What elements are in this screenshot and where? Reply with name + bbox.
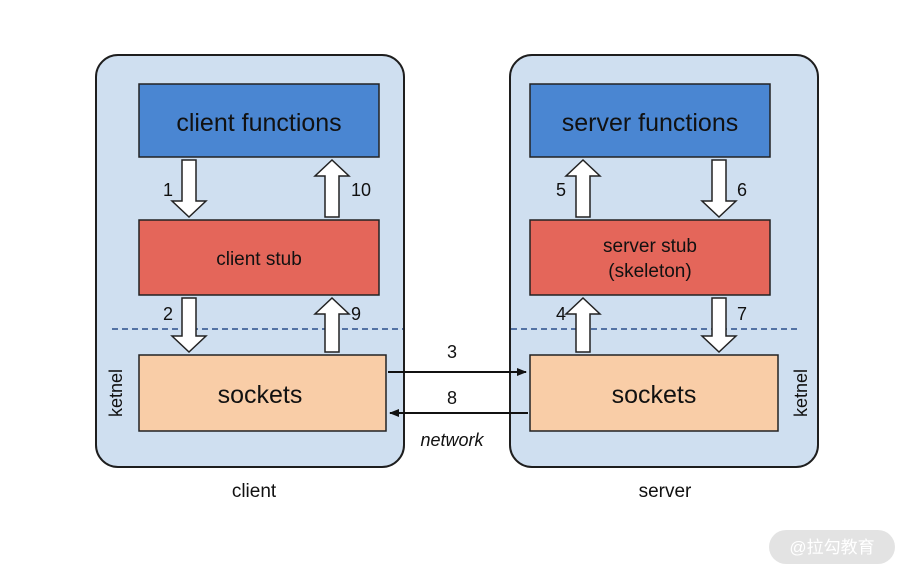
step-label-1: 1	[163, 180, 173, 200]
server-functions-label: server functions	[562, 109, 738, 137]
arrow-step-10	[313, 158, 351, 218]
client-kernel-label: ketnel	[106, 369, 126, 417]
arrow-step-7	[700, 297, 738, 354]
server-kernel-label: ketnel	[791, 369, 811, 417]
server-stub-label-line1: server stub	[603, 236, 697, 257]
step-label-7: 7	[737, 304, 747, 324]
step-label-3: 3	[447, 342, 457, 362]
step-label-10: 10	[351, 180, 371, 200]
client-functions-box	[138, 83, 380, 158]
server-caption: server	[639, 481, 692, 502]
step-label-8: 8	[447, 388, 457, 408]
server-functions-box	[529, 83, 771, 158]
client-functions-label: client functions	[176, 109, 341, 137]
client-caption: client	[232, 481, 277, 502]
watermark-text: @拉勾教育	[789, 538, 874, 557]
step-label-4: 4	[556, 304, 566, 324]
step-label-5: 5	[556, 180, 566, 200]
network-label: network	[420, 430, 484, 450]
step-label-2: 2	[163, 304, 173, 324]
server-stub-label-line2: (skeleton)	[608, 261, 691, 282]
watermark-badge	[769, 530, 895, 564]
server-stub-box	[529, 219, 771, 296]
step-label-9: 9	[351, 304, 361, 324]
server-sockets-label: sockets	[612, 381, 697, 409]
arrow-step-9	[313, 296, 351, 353]
server-sockets-box	[529, 354, 779, 432]
client-stub-label: client stub	[216, 249, 302, 270]
step-label-6: 6	[737, 180, 747, 200]
arrow-step-2	[170, 297, 208, 354]
client-stub-box	[138, 219, 380, 296]
arrow-step-5	[564, 158, 602, 218]
arrow-step-4	[564, 296, 602, 353]
client-sockets-box	[138, 354, 387, 432]
client-sockets-label: sockets	[218, 381, 303, 409]
arrow-step-6	[700, 159, 738, 219]
arrow-step-1	[170, 159, 208, 219]
